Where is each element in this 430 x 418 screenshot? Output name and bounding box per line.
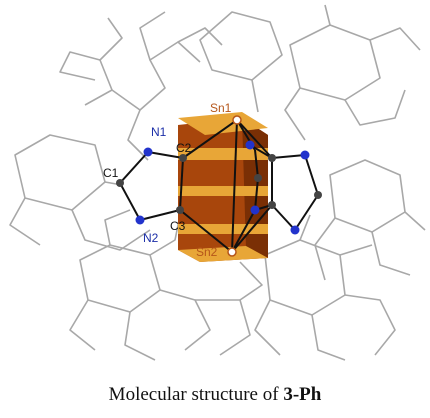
c-atom-right-2	[268, 154, 276, 162]
n-atom-right-4	[290, 225, 300, 235]
n1-atom	[143, 147, 153, 157]
c-atom-right-3	[268, 201, 276, 209]
caption-compound: 3-Ph	[283, 384, 322, 405]
caption-text: Molecular structure of	[108, 384, 284, 405]
label-c3: C3	[170, 219, 186, 233]
n-atom-right-2	[250, 205, 260, 215]
atom-labels: Sn1 Sn2 N1 N2 C1 C2 C3	[103, 101, 232, 259]
c2-atom	[179, 154, 187, 162]
tin-cage-box	[178, 112, 268, 262]
n-atom-right-1	[245, 140, 255, 150]
sn2-atom	[227, 247, 237, 257]
figure-caption: Molecular structure of 3-Ph	[0, 384, 430, 406]
label-n1: N1	[151, 125, 167, 139]
c3-atom	[176, 206, 184, 214]
molecular-structure-figure: Sn1 Sn2 N1 N2 C1 C2 C3	[9, 4, 426, 361]
n2-atom	[135, 215, 145, 225]
label-sn2: Sn2	[196, 245, 218, 259]
c-atom-right-4	[314, 191, 322, 199]
sn1-atom	[232, 115, 242, 125]
label-c2: C2	[176, 141, 192, 155]
label-c1: C1	[103, 166, 119, 180]
substituent-wireframe	[9, 4, 426, 361]
label-n2: N2	[143, 231, 159, 245]
c1-atom	[116, 179, 124, 187]
label-sn1: Sn1	[210, 101, 232, 115]
c-atom-right-1	[254, 174, 262, 182]
atoms	[116, 115, 322, 257]
n-atom-right-3	[300, 150, 310, 160]
